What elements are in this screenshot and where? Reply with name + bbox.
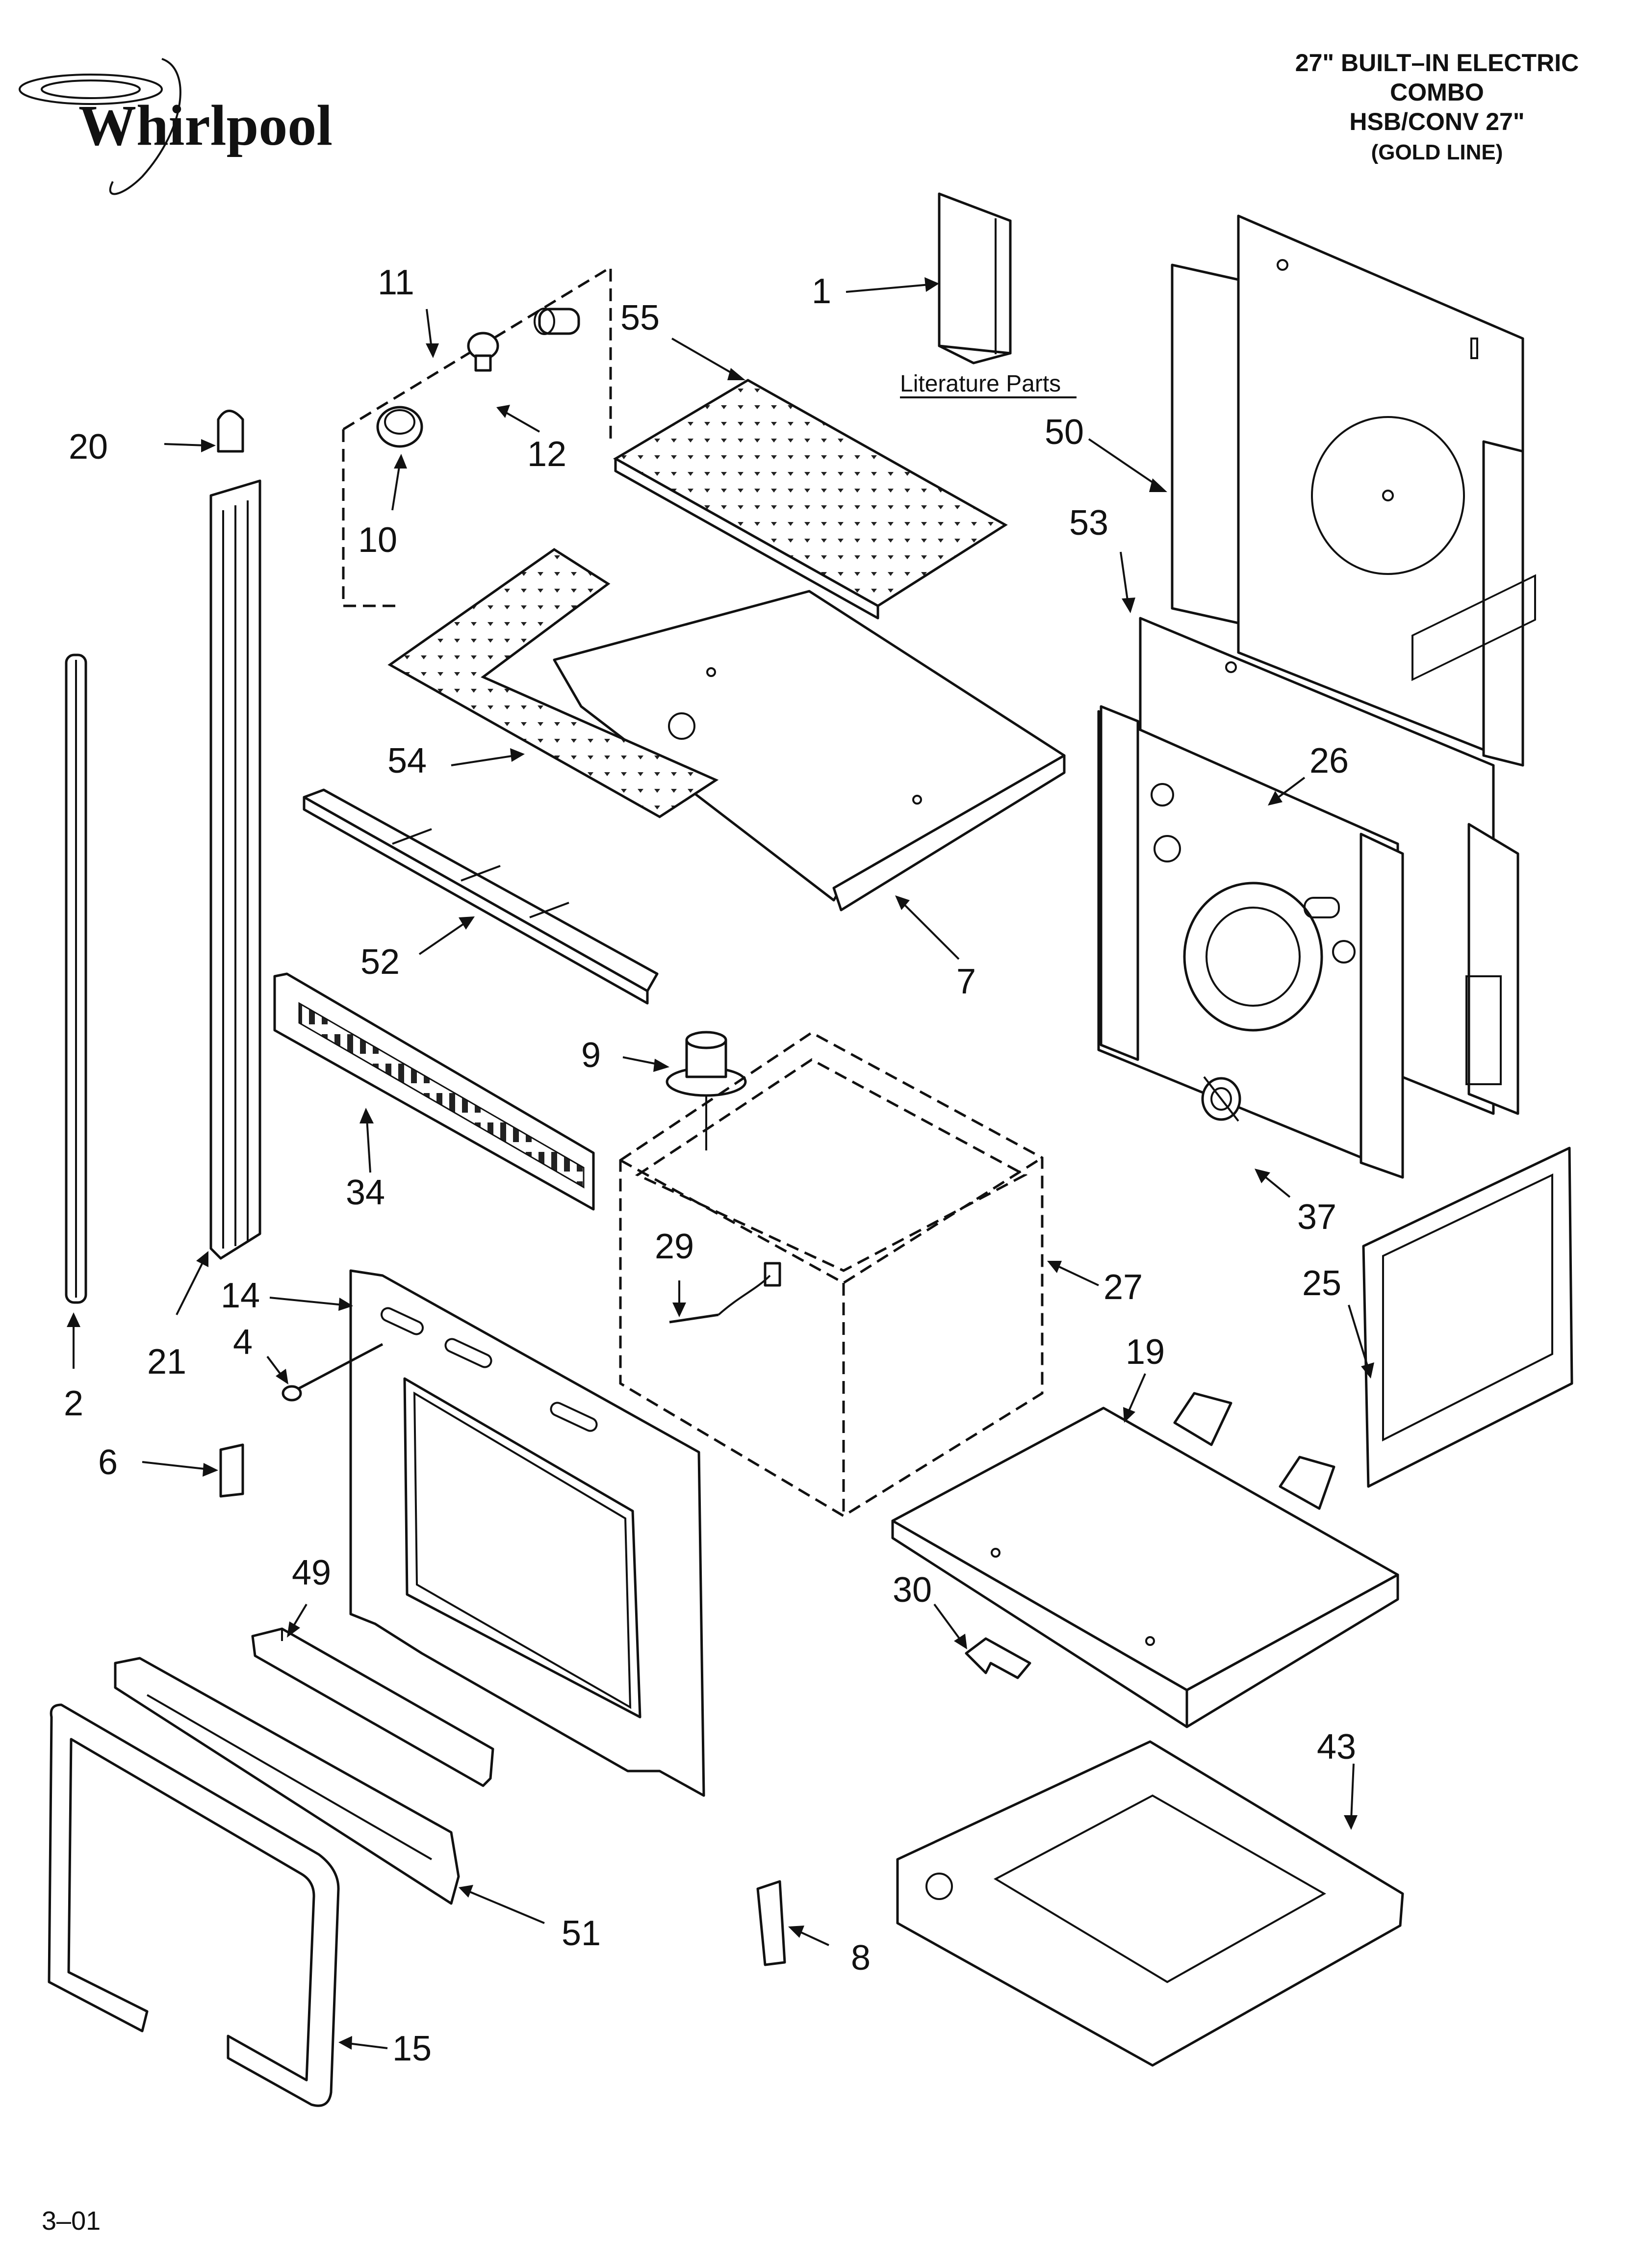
title-line-2: COMBO — [1390, 78, 1484, 106]
callout-19: 19 — [1126, 1332, 1165, 1372]
part-1-literature-book — [938, 192, 1012, 365]
callout-21: 21 — [147, 1342, 186, 1382]
part-8-bracket — [756, 1880, 786, 1966]
part-29-temperature-sensor — [669, 1262, 781, 1324]
part-50-rear-panel — [1171, 214, 1524, 767]
callout-49: 49 — [292, 1553, 331, 1592]
part-2-side-trim — [65, 653, 87, 1304]
callout-4: 4 — [233, 1323, 253, 1362]
callout-2: 2 — [64, 1384, 83, 1423]
part-49-front-channel — [251, 1627, 494, 1787]
part-9-fan-motor — [666, 1031, 747, 1150]
part-34-vent-grille — [273, 972, 595, 1211]
callout-6: 6 — [98, 1443, 118, 1482]
callout-11: 11 — [378, 263, 414, 302]
callout-15: 15 — [392, 2029, 432, 2068]
callout-7: 7 — [956, 962, 976, 1001]
model-title: 27" BUILT–IN ELECTRIC COMBO HSB/CONV 27"… — [1295, 49, 1579, 164]
callout-37: 37 — [1297, 1198, 1336, 1237]
callout-labels: 1 11 55 20 12 10 50 53 54 26 7 52 9 34 3… — [64, 263, 1356, 2068]
literature-parts-label: Literature Parts — [900, 371, 1061, 397]
callout-51: 51 — [562, 1914, 601, 1953]
part-54-front-insulation — [387, 547, 719, 818]
callout-14: 14 — [221, 1276, 260, 1315]
logo-wordmark: Whirlpool — [78, 93, 333, 157]
whirlpool-logo: Whirlpool — [19, 58, 333, 195]
part-21-side-trim-channel — [209, 479, 261, 1260]
callout-25: 25 — [1302, 1264, 1341, 1303]
part-4-screw — [282, 1343, 384, 1402]
callout-29: 29 — [655, 1227, 694, 1266]
callout-27: 27 — [1103, 1268, 1143, 1307]
part-14-front-frame — [349, 1269, 705, 1797]
part-26-blower-panel — [1097, 705, 1502, 1179]
callout-26: 26 — [1309, 741, 1349, 781]
part-6-clip — [219, 1443, 244, 1498]
callout-8: 8 — [851, 1938, 871, 1978]
callout-55: 55 — [620, 298, 660, 338]
callout-53: 53 — [1069, 503, 1108, 543]
callout-34: 34 — [346, 1173, 385, 1212]
callout-30: 30 — [893, 1570, 932, 1610]
part-11-light-assembly-group — [342, 265, 612, 607]
callout-9: 9 — [581, 1036, 601, 1075]
title-line-4: (GOLD LINE) — [1371, 140, 1503, 164]
callout-52: 52 — [360, 942, 400, 982]
title-line-3: HSB/CONV 27" — [1349, 108, 1524, 135]
part-15-door-gasket — [48, 1703, 340, 2107]
part-27-oven-cavity — [619, 1031, 1044, 1517]
part-52-vent-rail — [303, 788, 659, 1005]
page-code: 3–01 — [42, 2206, 101, 2236]
part-30-bracket — [965, 1637, 1031, 1679]
part-19-bottom-cover — [891, 1392, 1399, 1728]
callout-43: 43 — [1317, 1727, 1356, 1767]
part-43-bottom-pan — [896, 1740, 1404, 2067]
part-20-trim-cap — [217, 410, 244, 453]
part-37-thermostat — [1201, 1076, 1241, 1122]
leader-arrows — [67, 277, 1374, 2050]
callout-1: 1 — [812, 272, 831, 311]
callout-54: 54 — [387, 741, 427, 781]
part-51-lower-trim — [114, 1657, 460, 1905]
title-line-1: 27" BUILT–IN ELECTRIC — [1295, 49, 1579, 77]
callout-12: 12 — [527, 435, 566, 474]
callout-20: 20 — [69, 427, 108, 467]
part-25-side-panel — [1362, 574, 1573, 1488]
callout-50: 50 — [1045, 413, 1084, 452]
part-7-top-shield — [553, 590, 1066, 912]
callout-10: 10 — [358, 521, 397, 560]
part-55-top-insulation — [613, 379, 1008, 620]
